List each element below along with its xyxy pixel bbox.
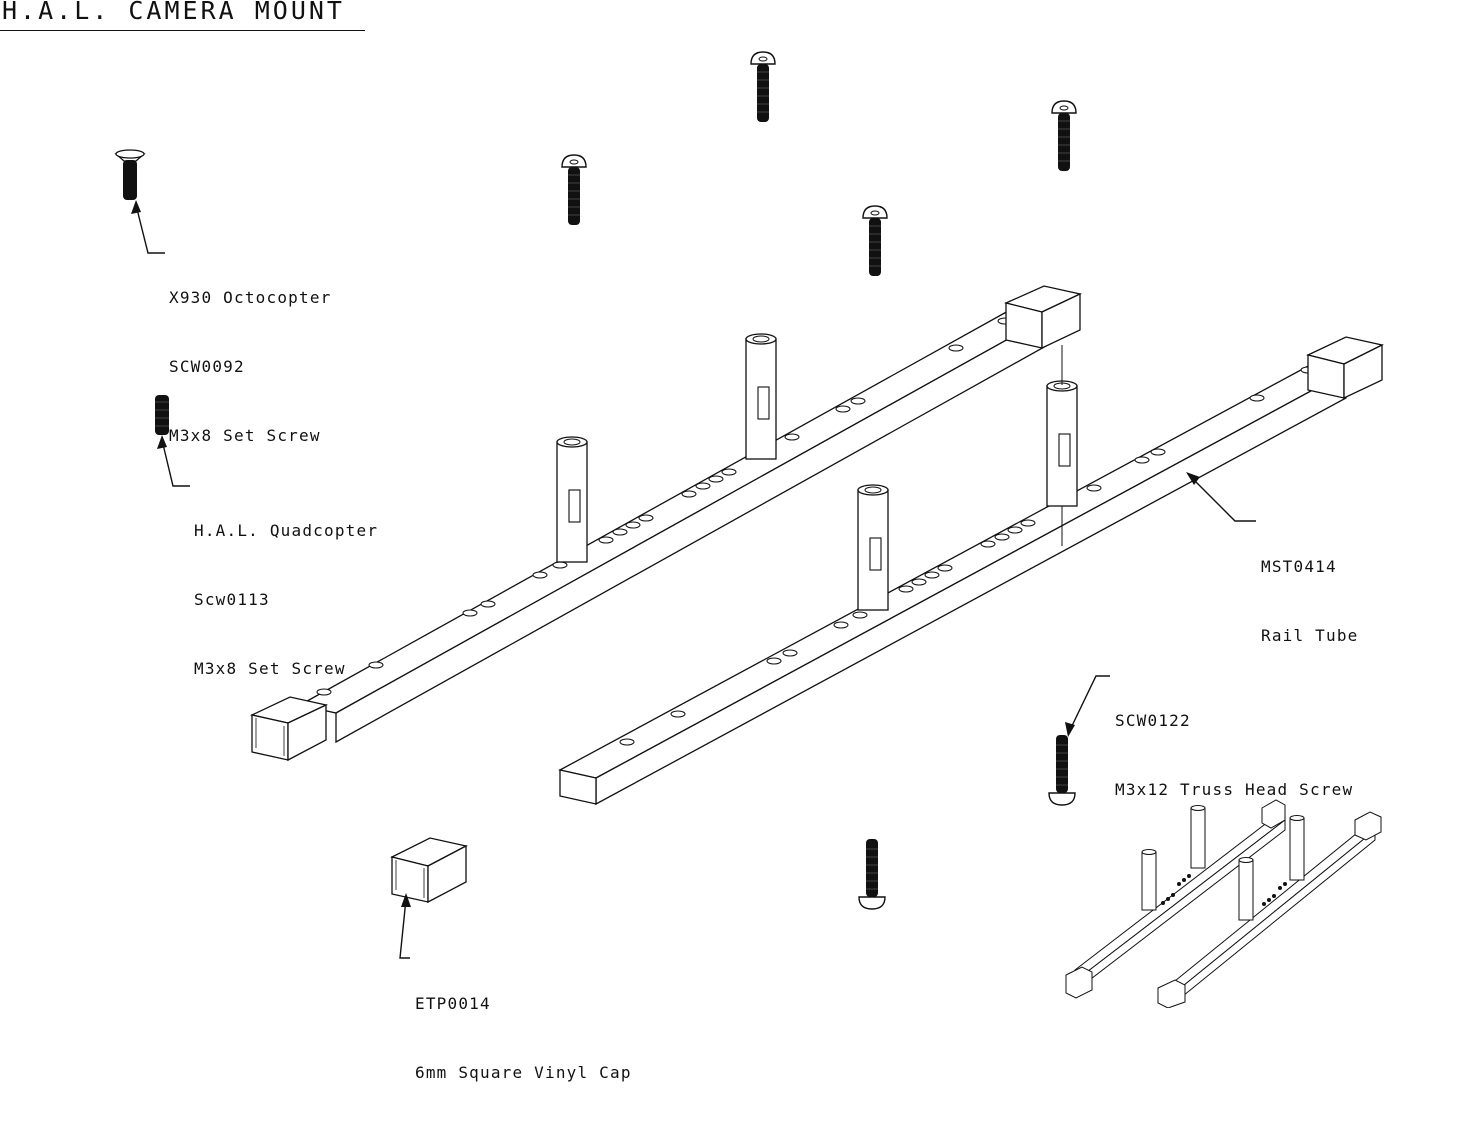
- leader-lines: [135, 204, 1256, 959]
- callout-x930-set-screw: X930 Octocopter SCW0092 M3x8 Set Screw: [169, 288, 332, 445]
- callout-vinyl-cap: ETP0014 6mm Square Vinyl Cap: [415, 994, 632, 1082]
- exploded-view-svg: [114, 51, 1384, 1008]
- hal-set-screw: [155, 395, 169, 435]
- assembled-inset: [1065, 799, 1382, 1008]
- truss-screw-lower-center: [858, 838, 886, 910]
- right-rail-tube: [558, 336, 1384, 806]
- title-underline: [0, 30, 365, 31]
- callout-rail-tube: MST0414 Rail Tube: [1261, 557, 1359, 645]
- callout-hal-set-screw: H.A.L. Quadcopter Scw0113 M3x8 Set Screw: [194, 521, 379, 678]
- assembly-drawing: H.A.L. CAMERA MOUNT: [0, 0, 1384, 1082]
- leader-arrowheads: [131, 200, 1200, 907]
- x930-set-screw: [114, 149, 146, 200]
- vinyl-cap: [390, 837, 468, 904]
- drawing-title: H.A.L. CAMERA MOUNT: [2, 0, 345, 25]
- top-screws: [561, 51, 1077, 277]
- left-rail-tube: [250, 285, 1082, 762]
- callout-truss-head-screw: SCW0122 M3x12 Truss Head Screw: [1115, 711, 1354, 799]
- truss-screw-lower-right: [1048, 734, 1076, 806]
